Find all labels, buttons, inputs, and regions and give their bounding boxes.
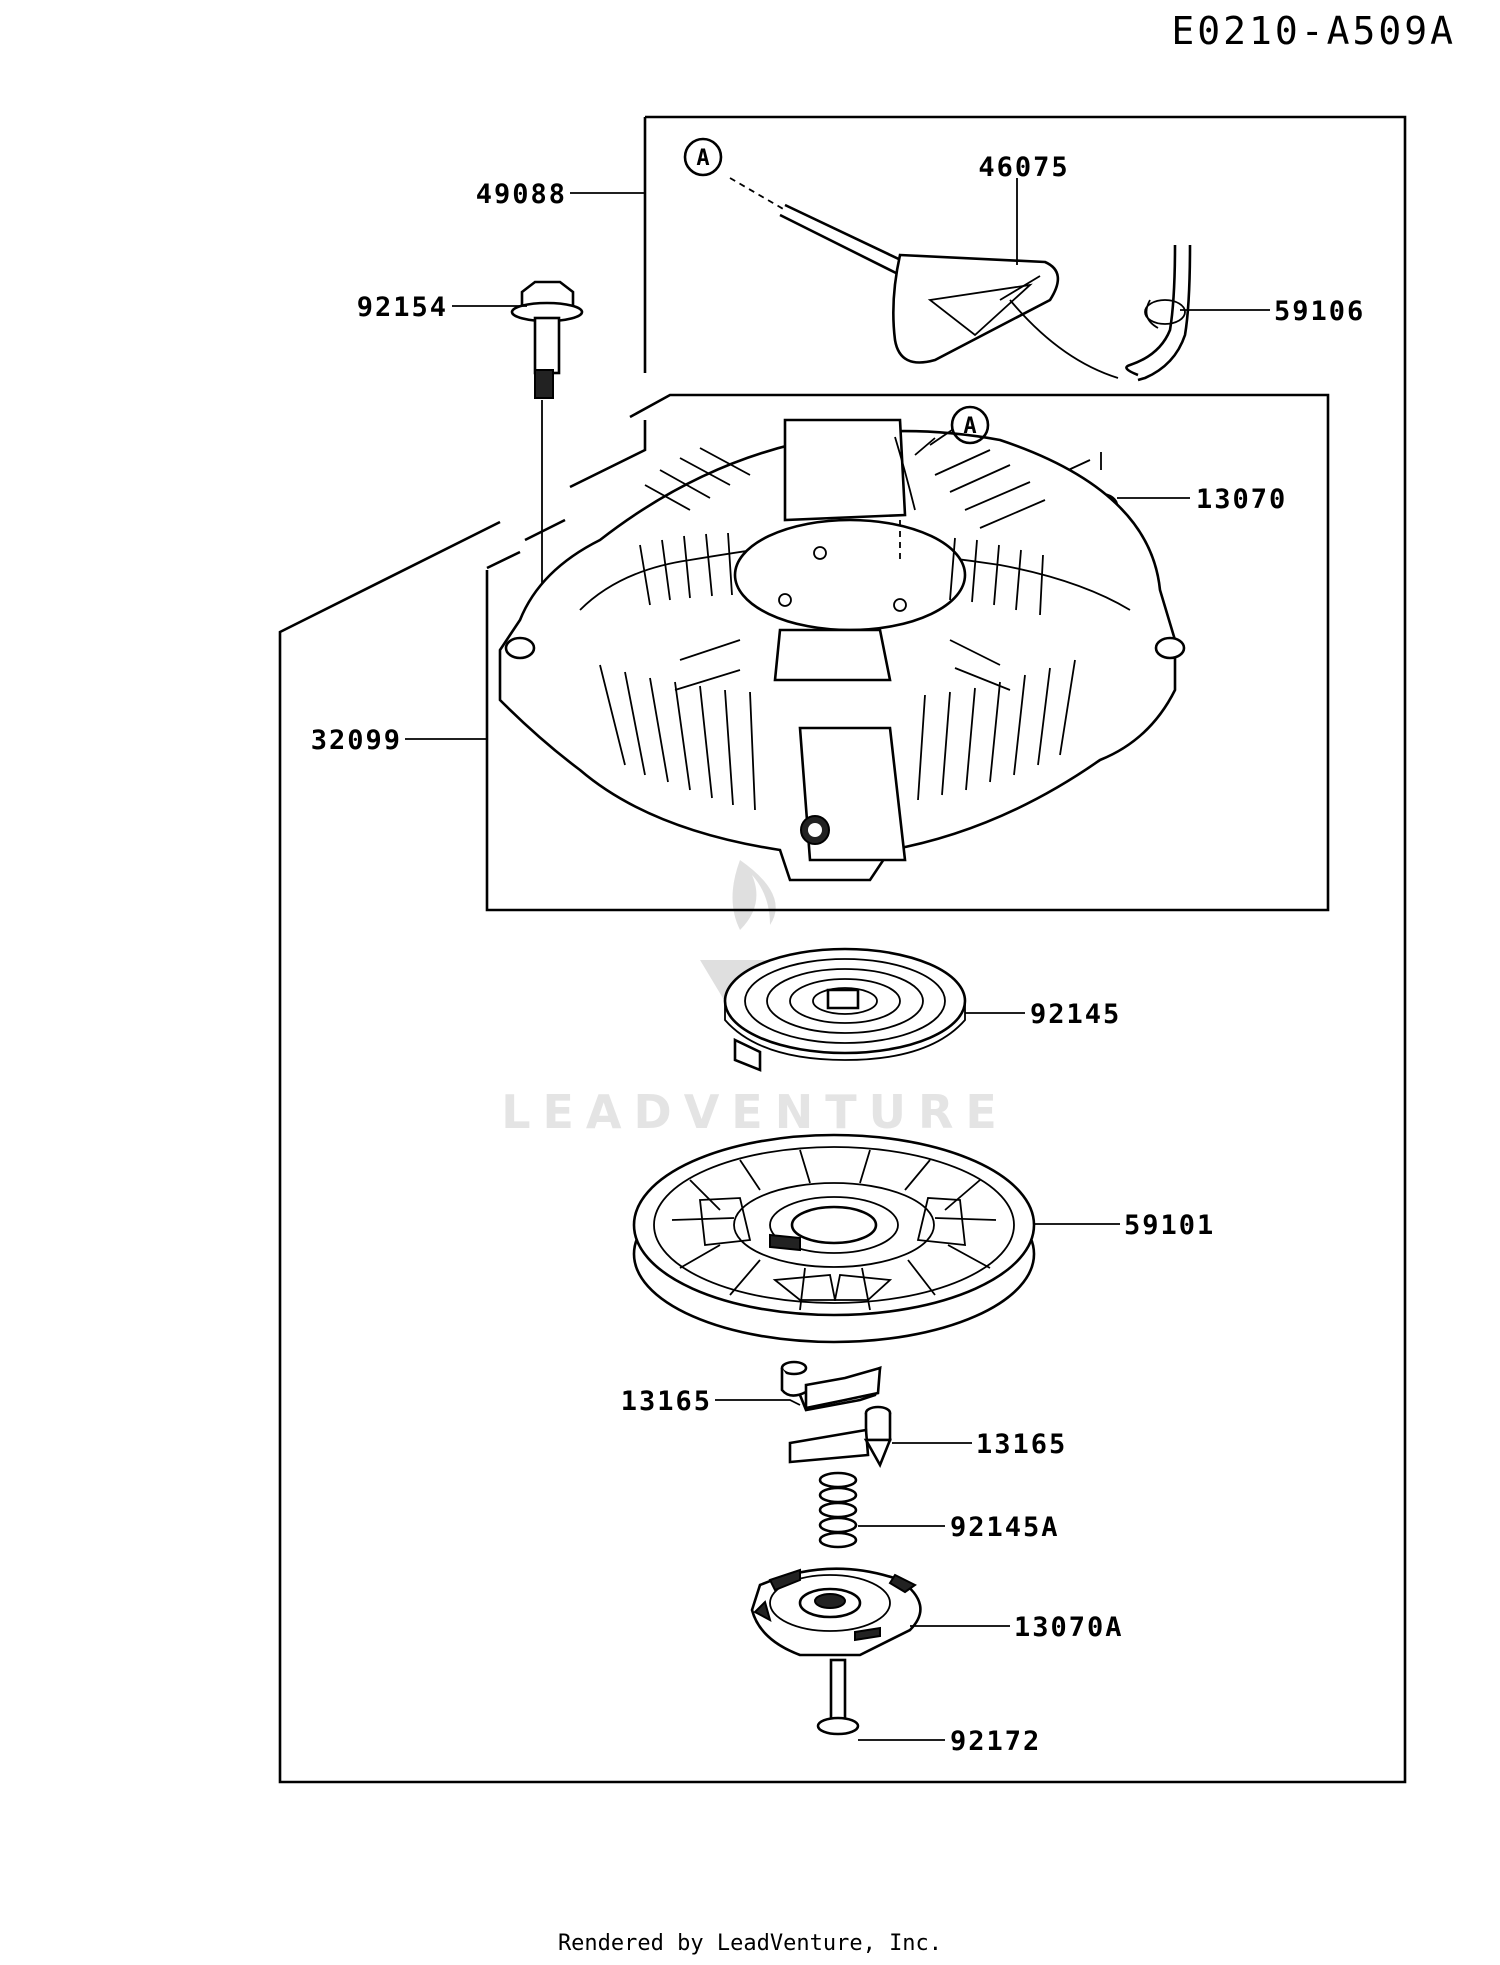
screw-part bbox=[816, 1658, 860, 1736]
watermark-text: LEADVENTURE bbox=[501, 1085, 1009, 1139]
ratchet-guide-part bbox=[750, 1567, 922, 1657]
reference-mark-a-case: A bbox=[914, 405, 990, 456]
callout-92145a: 92145A bbox=[950, 1512, 1060, 1543]
recoil-spring-part bbox=[723, 947, 967, 1072]
callout-13165-left: 13165 bbox=[621, 1386, 712, 1417]
callout-46075: 46075 bbox=[978, 152, 1069, 183]
svg-text:A: A bbox=[963, 414, 976, 439]
ratchet-left-part bbox=[780, 1360, 882, 1412]
callout-13070a: 13070A bbox=[1014, 1612, 1124, 1643]
callout-13070: 13070 bbox=[1196, 484, 1287, 515]
callout-92145: 92145 bbox=[1030, 999, 1121, 1030]
callout-59101: 59101 bbox=[1124, 1210, 1215, 1241]
callout-92154: 92154 bbox=[357, 292, 448, 323]
svg-text:A: A bbox=[696, 146, 709, 171]
case-boundary bbox=[485, 393, 1330, 912]
assembly-boundary bbox=[278, 115, 1407, 1784]
rope-part bbox=[1125, 244, 1192, 382]
callout-59106: 59106 bbox=[1274, 296, 1365, 327]
ratchet-spring-part bbox=[818, 1471, 858, 1549]
bolt-part bbox=[510, 280, 584, 625]
footer-credit: Rendered by LeadVenture, Inc. bbox=[558, 1931, 942, 1956]
case-part bbox=[498, 418, 1186, 882]
reference-mark-a-top: A bbox=[683, 137, 723, 177]
ratchet-right-part bbox=[788, 1405, 892, 1469]
callout-92172: 92172 bbox=[950, 1726, 1041, 1757]
leader-lines bbox=[405, 178, 1270, 1741]
reel-part bbox=[632, 1133, 1036, 1344]
callout-13165-right: 13165 bbox=[976, 1429, 1067, 1460]
callout-32099: 32099 bbox=[311, 725, 402, 756]
diagram-code: E0210-A509A bbox=[1171, 9, 1456, 53]
callout-49088: 49088 bbox=[476, 179, 567, 210]
handle-part bbox=[729, 177, 1119, 379]
